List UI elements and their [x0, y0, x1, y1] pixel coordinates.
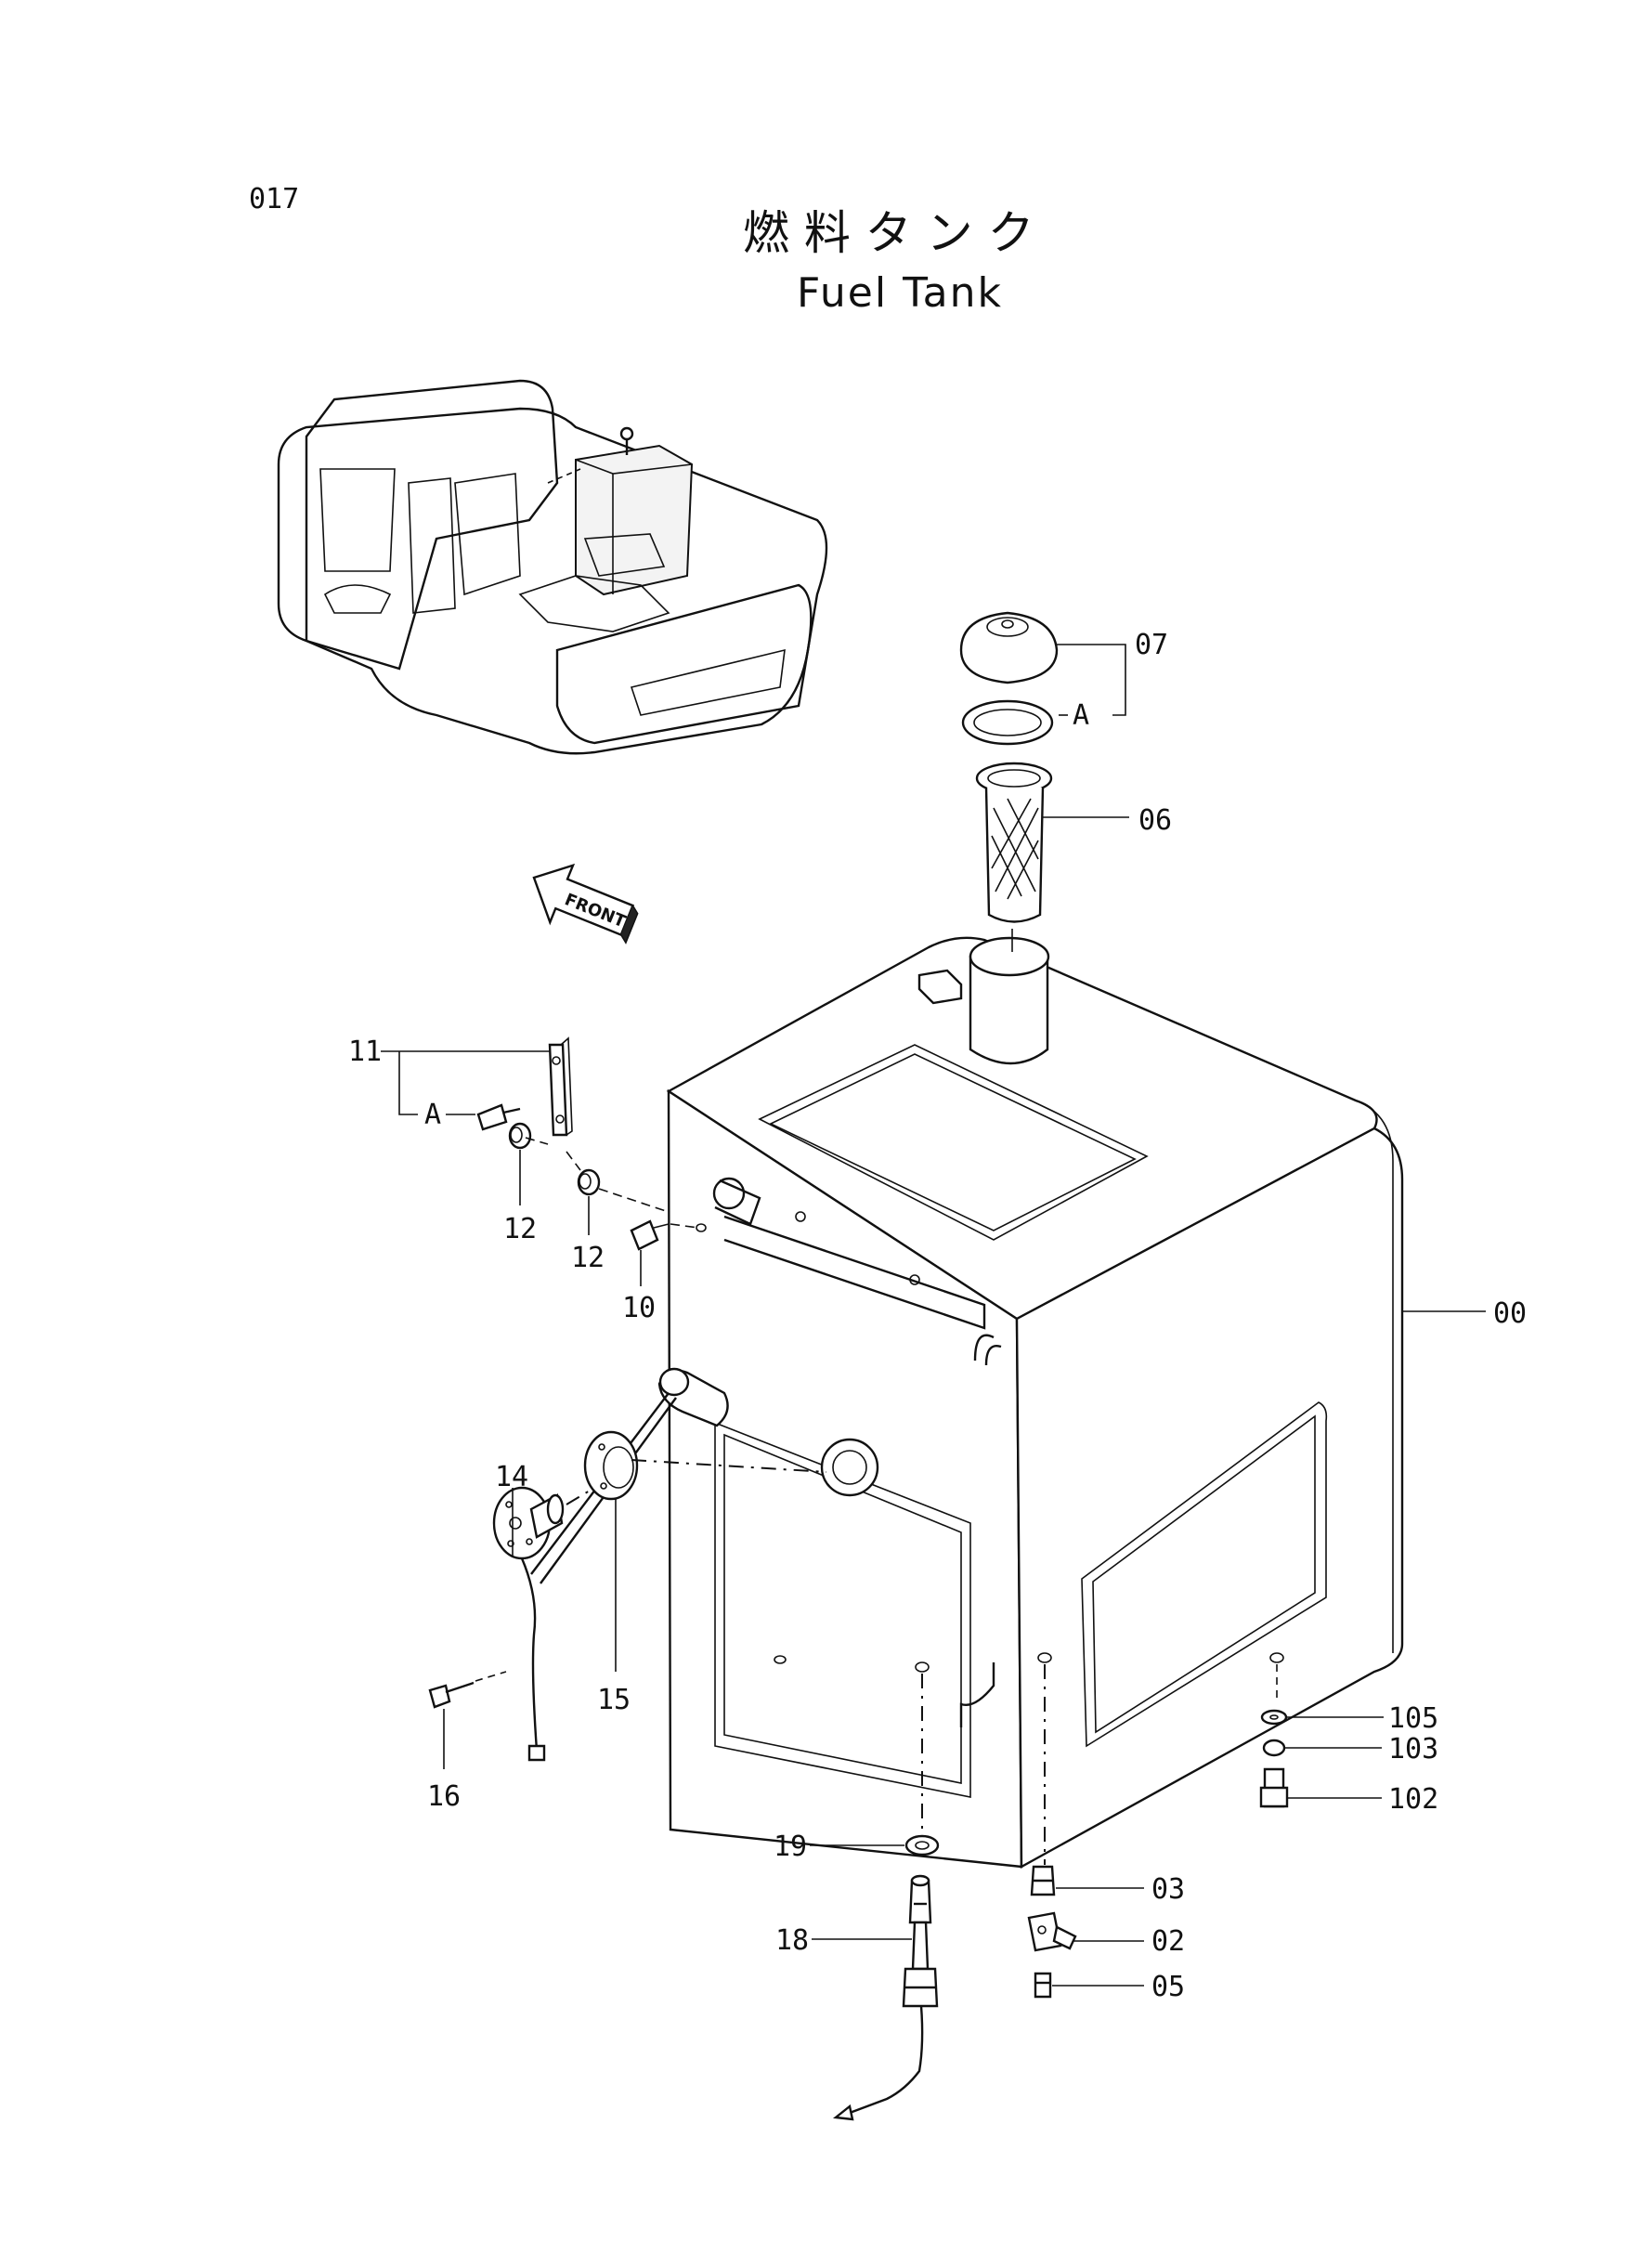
callout-16: 16 [427, 1780, 461, 1813]
fitting-03 [1030, 1865, 1056, 1896]
excavator-overview [277, 379, 828, 755]
callout-10: 10 [622, 1292, 656, 1324]
drain-hose-18 [832, 1874, 939, 2121]
ref-letter-a-left: A [424, 1099, 441, 1131]
sender-gasket [583, 1430, 639, 1501]
gauge-grommet-left [508, 1122, 532, 1150]
gauge-bolt [476, 1103, 521, 1131]
leader-07 [1057, 644, 1126, 716]
level-gauge [548, 1036, 573, 1137]
fuel-strainer [975, 762, 1053, 923]
sender-bolt [428, 1681, 475, 1709]
front-direction-arrow: FRONT [532, 863, 639, 945]
callout-102: 102 [1388, 1783, 1438, 1816]
callout-07: 07 [1135, 629, 1168, 661]
bolt-102 [1259, 1767, 1289, 1808]
gauge-grommet-right [577, 1168, 601, 1196]
drain-cock-02 [1027, 1911, 1077, 1952]
callout-14: 14 [495, 1461, 528, 1493]
seal-19 [904, 1834, 940, 1857]
callout-12-left: 12 [503, 1213, 537, 1245]
callout-00: 00 [1493, 1297, 1527, 1330]
cap-gasket [961, 699, 1054, 746]
ref-letter-a-top: A [1073, 699, 1089, 732]
plug-05 [1034, 1972, 1052, 1999]
fuel-cap [959, 611, 1059, 684]
page-number: 017 [249, 183, 299, 215]
callout-03: 03 [1151, 1873, 1185, 1906]
callout-19: 19 [774, 1831, 807, 1863]
callout-11: 11 [348, 1036, 382, 1068]
callout-12-right: 12 [571, 1242, 605, 1274]
fuel-tank [666, 936, 1404, 1870]
callout-18: 18 [775, 1924, 809, 1957]
gauge-fitting-10 [630, 1219, 670, 1251]
fuel-level-sender [492, 1367, 729, 1762]
callout-15: 15 [597, 1684, 631, 1716]
callout-02: 02 [1151, 1925, 1185, 1958]
washer-105 [1260, 1709, 1288, 1726]
callout-103: 103 [1388, 1733, 1438, 1765]
title-english: Fuel Tank [797, 269, 1003, 317]
tank-location-marker [575, 426, 694, 596]
lock-washer-103 [1262, 1739, 1286, 1757]
title-japanese: 燃 料 タ ン ク [743, 206, 1034, 260]
callout-05: 05 [1151, 1971, 1185, 2003]
callout-06: 06 [1138, 804, 1172, 837]
callout-105: 105 [1388, 1702, 1438, 1735]
